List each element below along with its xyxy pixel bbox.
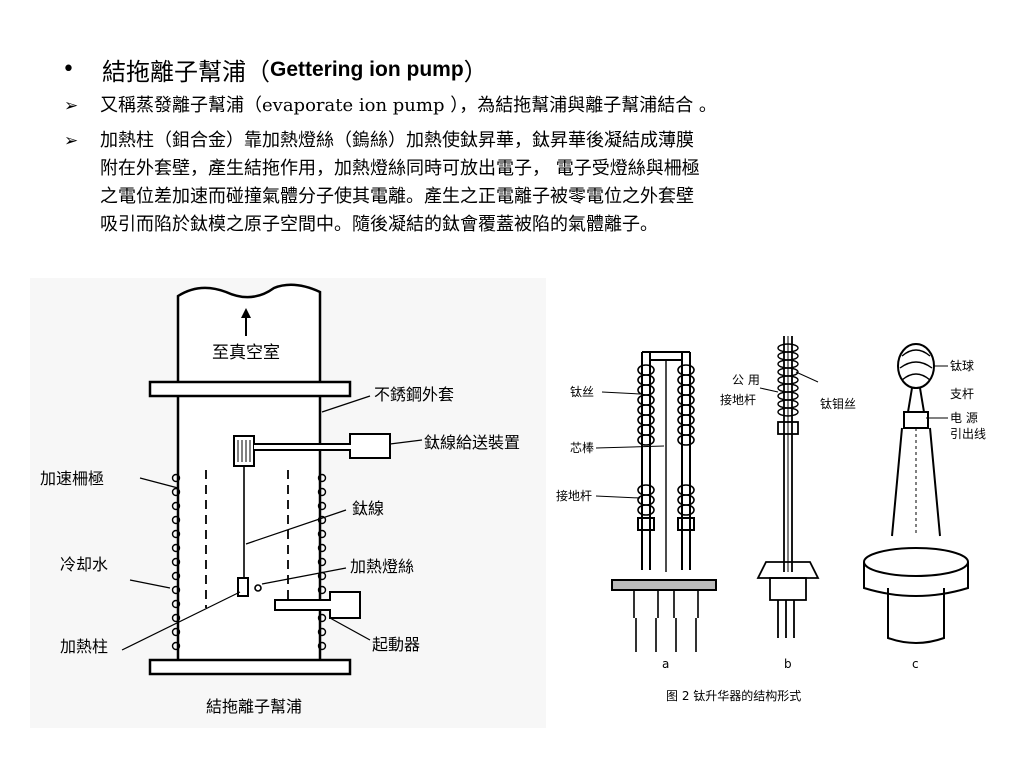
bullet-item-2-line-1: ➢加熱柱（鉬合金）靠加熱燈絲（鎢絲）加熱使鈦昇華，鈦昇華後凝結成薄膜 xyxy=(64,127,700,155)
label-ti-wire: 鈦線 xyxy=(352,499,384,518)
sublimator-a xyxy=(611,351,717,652)
label-core-rod: 芯棒 xyxy=(570,441,594,455)
label-common-ground-2: 接地杆 xyxy=(720,392,756,407)
sublimator-c xyxy=(863,343,969,644)
bottom-flange-shape xyxy=(148,658,352,676)
bullet-item-1: ➢ 又稱蒸發離子幫浦（evaporate ion pump ），為結拖幫浦與離子幫… xyxy=(64,92,717,120)
label-ti-wire-a: 钛丝 xyxy=(570,384,594,399)
label-ti-mo-wire: 钛钼丝 xyxy=(820,396,856,411)
heating-filament-shape xyxy=(254,584,262,592)
ti-sublimator-diagram: 钛丝 芯棒 接地杆 公 用 接地杆 钛钼丝 钛球 支杆 电 源 引出线 a b … xyxy=(556,322,1002,722)
label-power-lead-2: 引出线 xyxy=(950,427,986,441)
label-to-vacuum: 至真空室 xyxy=(212,343,280,363)
bullet-item-2: ➢加熱柱（鉬合金）靠加熱燈絲（鎢絲）加熱使鈦昇華，鈦昇華後凝結成薄膜 附在外套壁… xyxy=(64,127,700,239)
title-english: Gettering ion pump xyxy=(270,57,464,81)
starter-shape xyxy=(274,591,361,619)
slide-title: • 結拖離子幫浦（ Gettering ion pump ） xyxy=(62,52,488,87)
arrow-bullet-icon: ➢ xyxy=(64,131,79,151)
heating-post-shape xyxy=(237,577,249,597)
label-accel-grid: 加速柵極 xyxy=(40,469,104,488)
title-chinese: 結拖離子幫浦（ xyxy=(102,58,270,86)
sub-label-b: b xyxy=(784,657,792,671)
gettering-pump-diagram: 至真空室 不銹鋼外套 鈦線給送裝置 加速柵極 鈦線 冷却水 加熱燈絲 加熱柱 起… xyxy=(30,278,546,728)
label-ground-rod-a: 接地杆 xyxy=(556,488,592,503)
bullet-item-2-line-4: 吸引而陷於鈦模之原子空間中。隨後凝結的鈦會覆蓋被陷的氣體離子。 xyxy=(100,214,658,235)
bullet-item-2-line-3: 之電位差加速而碰撞氣體分子使其電離。產生之正電離子被零電位之外套壁 xyxy=(100,186,694,207)
bullet-item-2-line-2: 附在外套壁，產生結拖作用，加熱燈絲同時可放出電子， 電子受燈絲與柵極 xyxy=(100,158,700,179)
cooling-coils-left xyxy=(171,473,181,651)
ti-spool-shape xyxy=(233,435,255,467)
label-heating-filament: 加熱燈絲 xyxy=(350,557,414,576)
label-power-lead-1: 电 源 xyxy=(950,411,978,425)
bullet-item-1-text: 又稱蒸發離子幫浦（evaporate ion pump ），為結拖幫浦與離子幫浦… xyxy=(100,95,717,116)
label-ti-feeder: 鈦線給送裝置 xyxy=(424,433,520,452)
label-heating-post: 加熱柱 xyxy=(60,637,108,656)
ti-feeder-shape xyxy=(254,433,391,459)
title-close-paren: ） xyxy=(463,58,488,86)
label-common-ground-1: 公 用 xyxy=(732,373,760,387)
figure-caption-left: 結拖離子幫浦 xyxy=(206,697,302,716)
label-support-rod: 支杆 xyxy=(950,387,974,401)
sublimator-b xyxy=(756,336,820,638)
top-flange-shape xyxy=(148,380,352,398)
label-starter: 起動器 xyxy=(372,635,420,654)
label-ti-ball: 钛球 xyxy=(950,358,974,373)
title-bullet: • xyxy=(62,57,75,82)
arrow-bullet-icon: ➢ xyxy=(64,96,79,116)
sub-label-c: c xyxy=(912,657,919,671)
figure-caption-right: 图 2 钛升华器的结构形式 xyxy=(666,688,801,703)
sub-label-a: a xyxy=(662,657,669,671)
label-outer-jacket: 不銹鋼外套 xyxy=(374,385,454,404)
label-cooling-water: 冷却水 xyxy=(60,555,108,574)
